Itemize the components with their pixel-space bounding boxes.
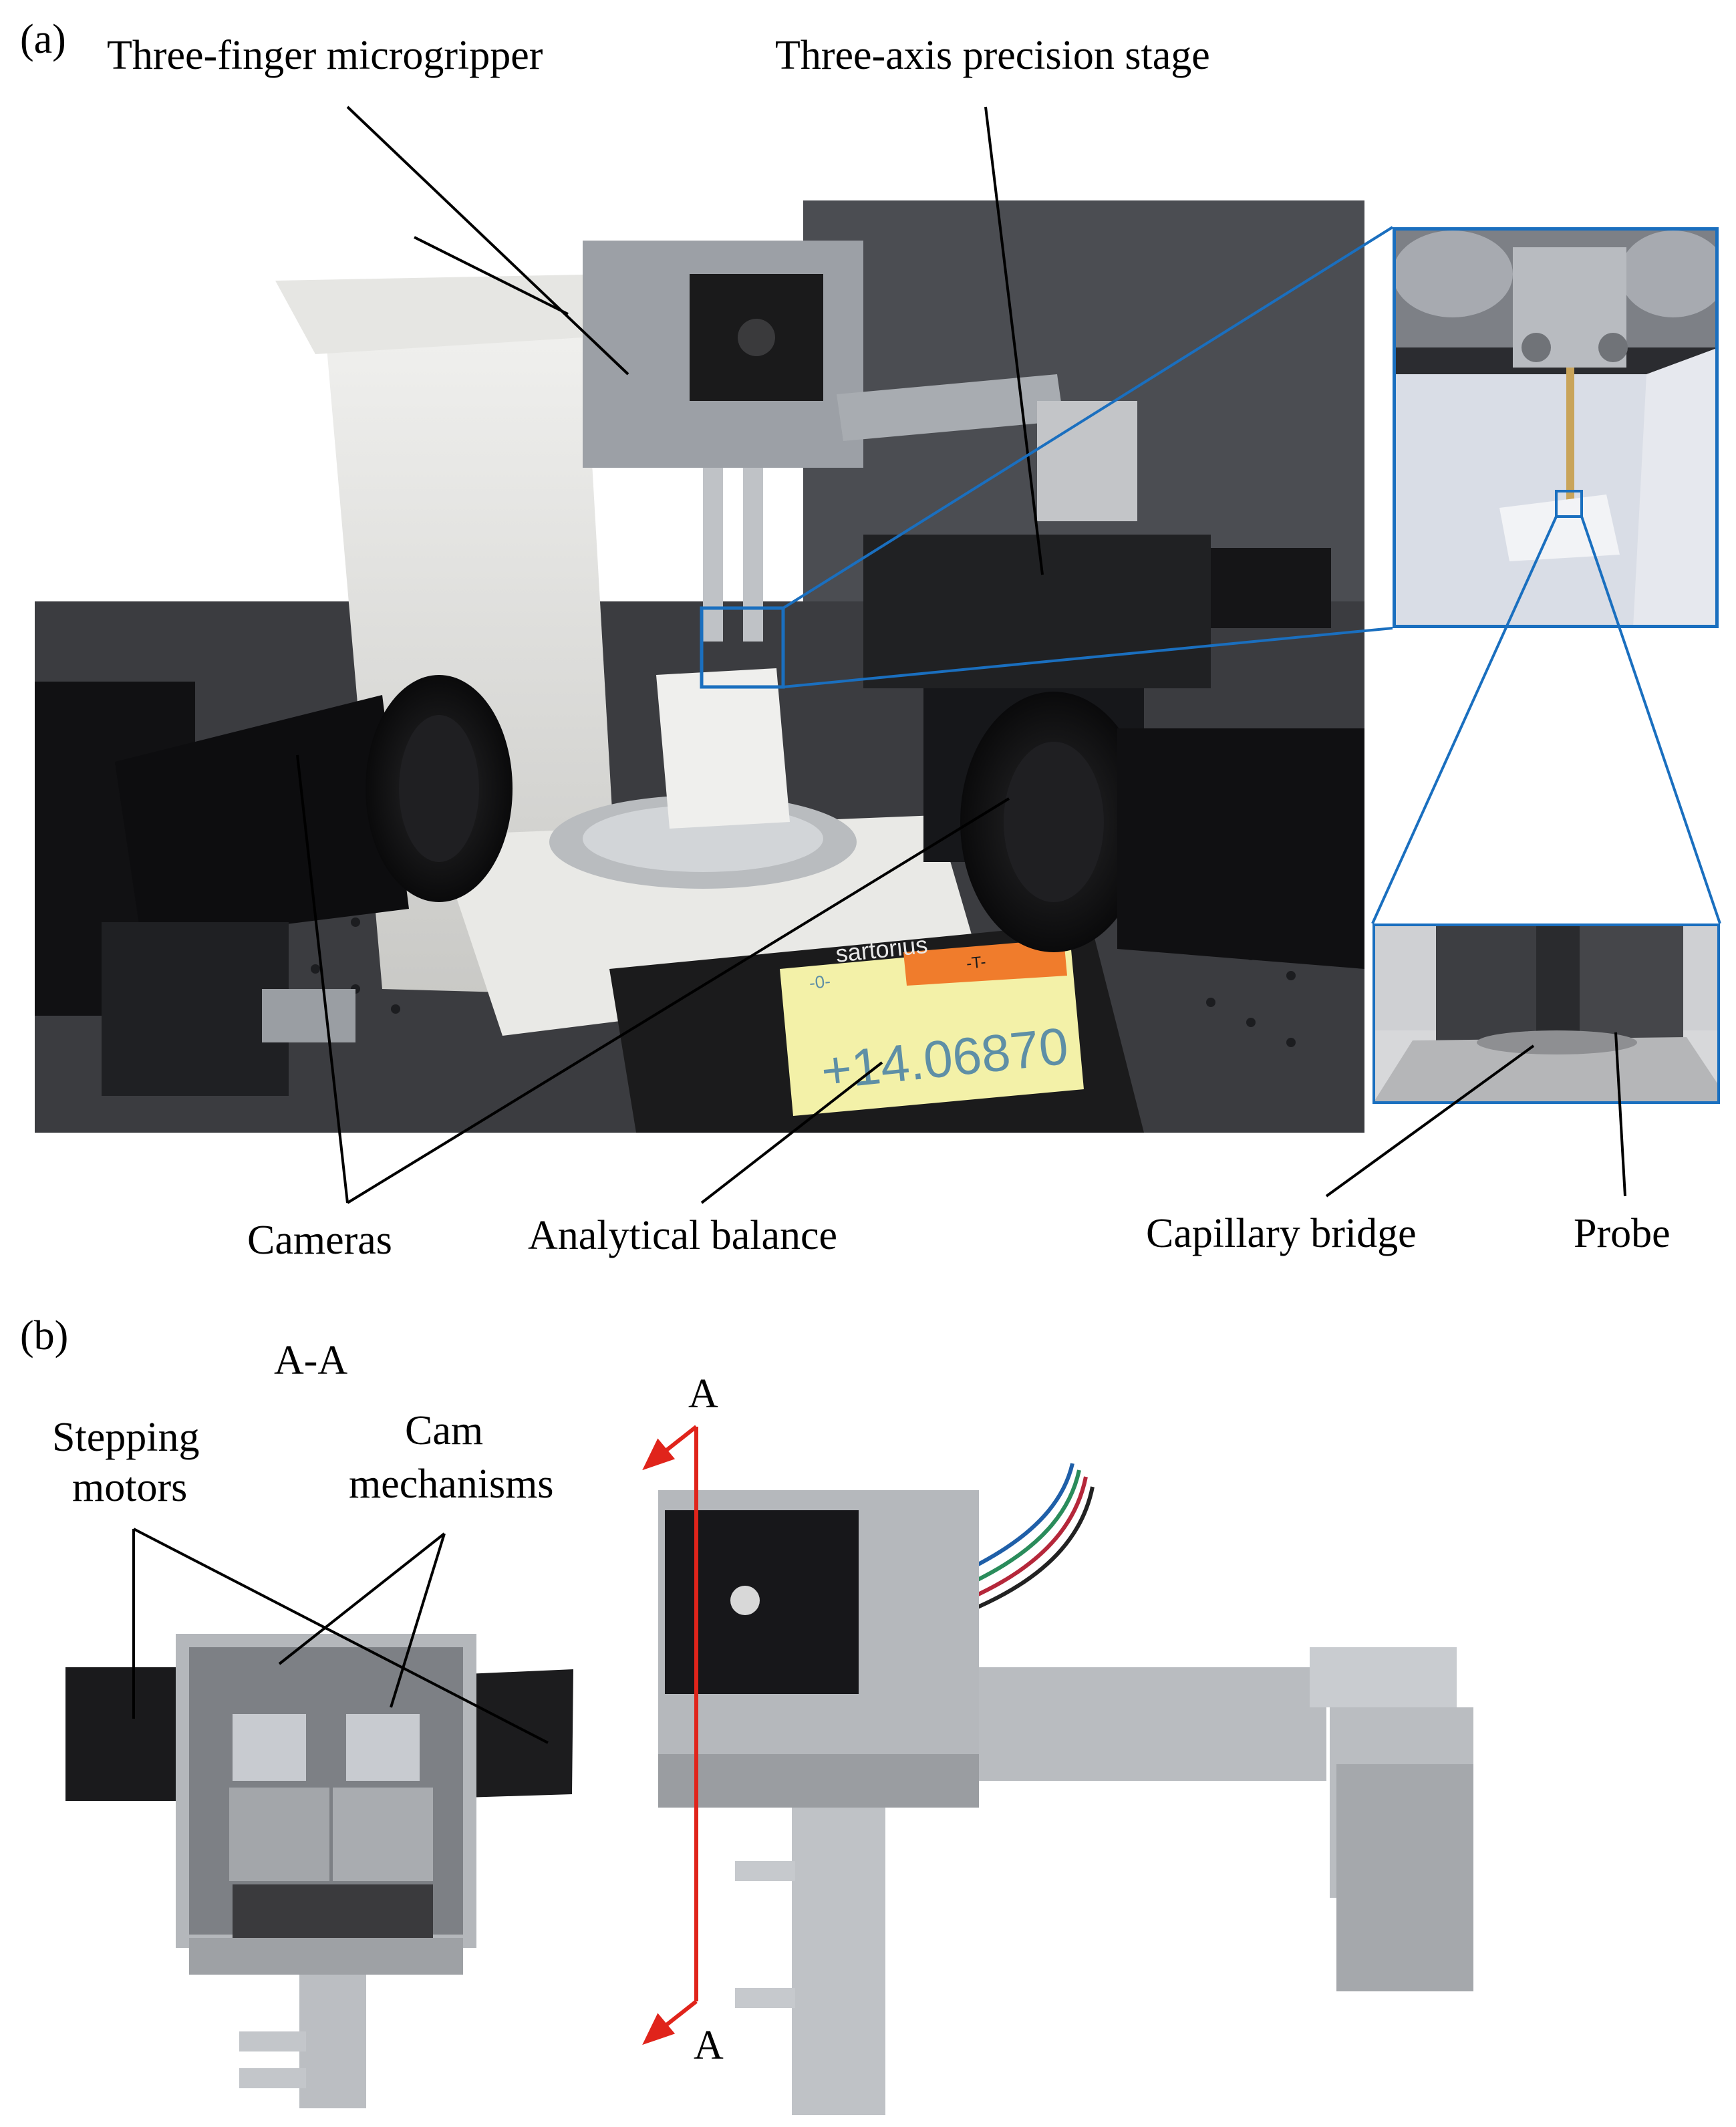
label-stepping-motors-line2: motors	[72, 1465, 188, 1510]
label-section-a-top: A	[688, 1371, 718, 1417]
balance-zero-text: -0-	[808, 971, 831, 993]
label-microgripper: Three-finger microgripper	[107, 33, 543, 78]
panel-a-tag: (a)	[20, 17, 66, 62]
label-capillary-bridge: Capillary bridge	[1146, 1211, 1417, 1256]
probe-inset-frame	[1393, 227, 1719, 628]
label-cam-mechanisms-line1: Cam	[405, 1408, 484, 1453]
panel-b-tag: (b)	[20, 1313, 69, 1359]
label-cameras: Cameras	[247, 1218, 392, 1263]
top-view-photo	[652, 1450, 1620, 2125]
capillary-inset-frame	[1372, 924, 1720, 1104]
section-view-photo	[65, 1617, 580, 2112]
label-cam-mechanisms-line2: mechanisms	[349, 1461, 554, 1507]
label-stepping-motors-line1: Stepping	[52, 1415, 200, 1460]
label-section-a-bottom: A	[694, 2023, 724, 2068]
label-precision-stage: Three-axis precision stage	[775, 33, 1210, 78]
balance-tare-text: -T-	[966, 953, 987, 973]
label-probe: Probe	[1574, 1211, 1671, 1256]
main-setup-photo: +14.06870 -0- -T- sartorius	[35, 200, 1364, 1133]
label-section-aa: A-A	[274, 1338, 348, 1383]
label-analytical-balance: Analytical balance	[528, 1213, 838, 1258]
